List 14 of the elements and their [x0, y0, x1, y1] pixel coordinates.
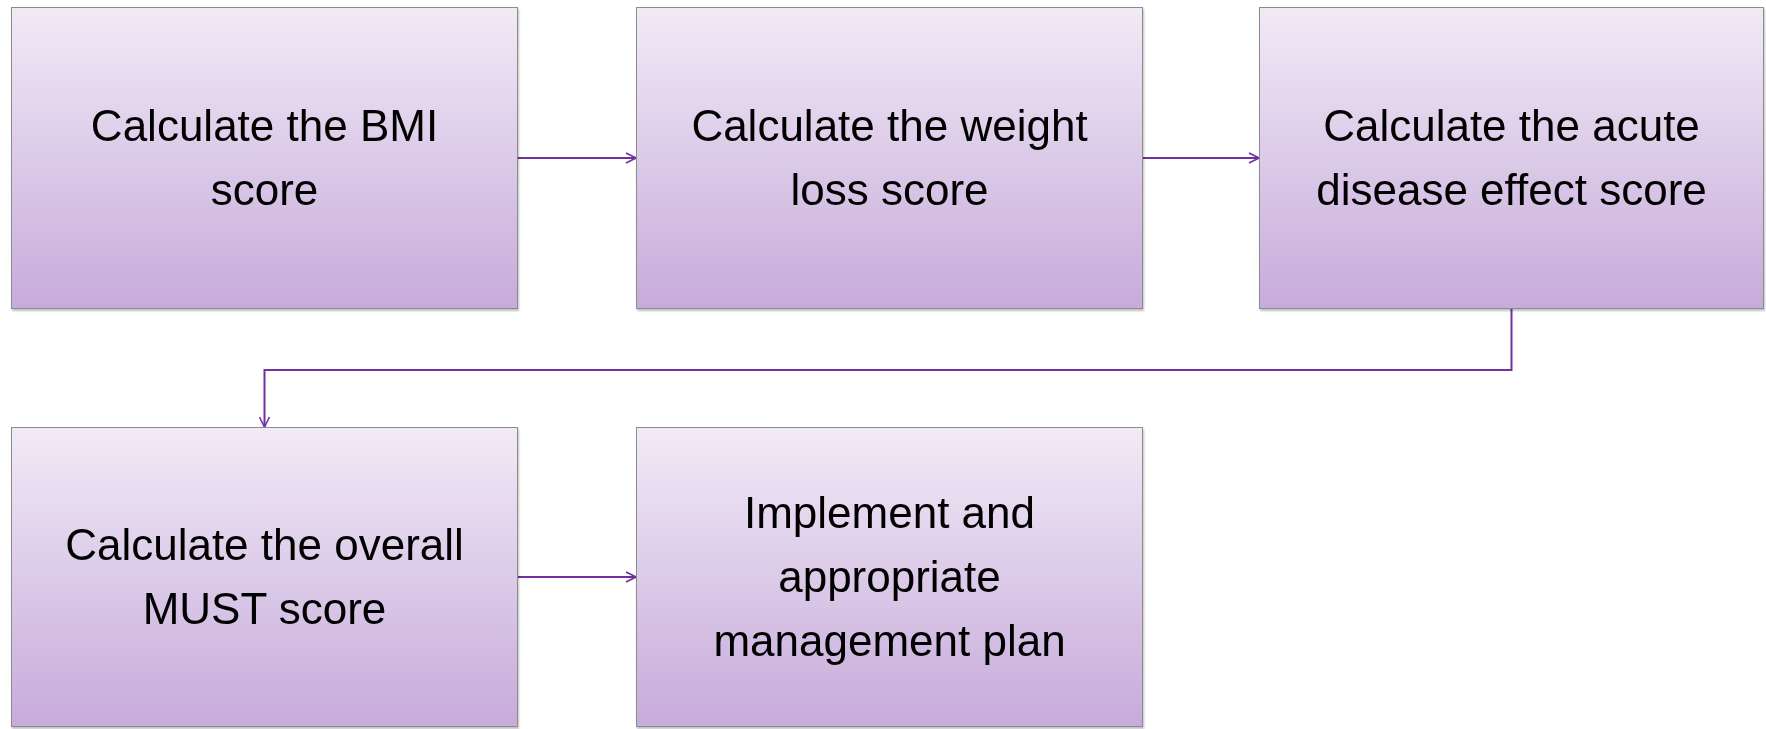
box-text: Implement and appropriate management plan	[712, 487, 1067, 667]
process-box	[636, 7, 1143, 309]
box-text: Calculate the BMI score	[89, 100, 440, 216]
arrow	[258, 308, 1513, 428]
process-box	[1259, 7, 1764, 309]
box-text: Calculate the overall MUST score	[64, 519, 465, 635]
arrow	[517, 571, 637, 583]
arrow	[517, 152, 637, 164]
process-box	[11, 427, 518, 727]
arrow	[1142, 152, 1260, 164]
process-box	[11, 7, 518, 309]
box-text: Calculate the weight loss score	[690, 100, 1089, 216]
process-box	[636, 427, 1143, 727]
box-text: Calculate the acute disease effect score	[1315, 100, 1708, 216]
